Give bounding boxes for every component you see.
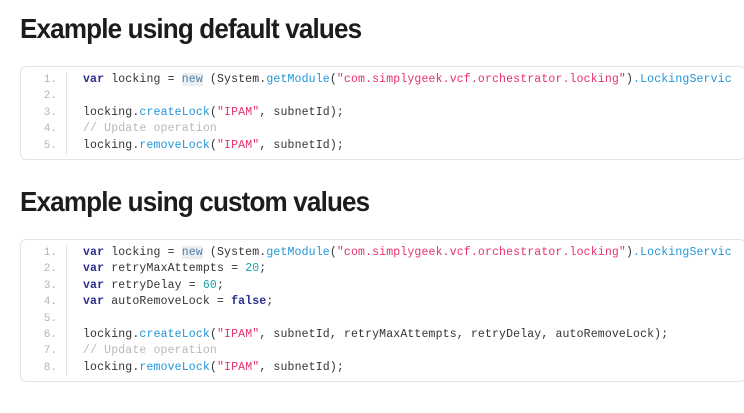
code-line: var locking = new (System.getModule("com… bbox=[83, 72, 744, 88]
line-number: 4. bbox=[43, 296, 57, 309]
code-token: ; bbox=[259, 262, 267, 276]
line-number: 2. bbox=[43, 263, 57, 276]
code-line: locking.createLock("IPAM", subnetId, ret… bbox=[83, 327, 744, 343]
code-token: // Update operation bbox=[83, 122, 217, 136]
code-token: locking = bbox=[104, 73, 182, 86]
code-token: (System. bbox=[202, 73, 267, 86]
code-token: ( bbox=[209, 138, 217, 152]
code-line: var locking = new (System.getModule("com… bbox=[83, 245, 744, 261]
code-token: removeLock bbox=[139, 360, 210, 374]
code-block-inner: 1. 2. 3. 4. 5. var locking = new (System.get… bbox=[21, 67, 744, 159]
code-token: "IPAM" bbox=[217, 328, 260, 342]
code-block-custom-values[interactable]: 1. 2. 3. 4. 5. 6. 7. 8. var locking = new (Syst… bbox=[20, 239, 744, 383]
line-number: 6. bbox=[43, 329, 57, 342]
code-token: var bbox=[83, 278, 105, 292]
code-token: getModule bbox=[266, 246, 330, 260]
code-token: createLock bbox=[139, 105, 210, 119]
code-line: var retryMaxAttempts = 20; bbox=[83, 261, 744, 277]
code-line: locking.removeLock("IPAM", subnetId); bbox=[83, 138, 744, 154]
code-block-default-values[interactable]: 1. 2. 3. 4. 5. var locking = new (System.get… bbox=[20, 66, 744, 161]
code-token: retryDelay = bbox=[104, 278, 203, 292]
code-content-default[interactable]: var locking = new (System.getModule("com… bbox=[67, 72, 744, 154]
code-token: removeLock bbox=[139, 138, 210, 152]
code-token: .LockingServic bbox=[633, 246, 732, 260]
line-number: 1. bbox=[43, 247, 57, 260]
line-number: 3. bbox=[43, 279, 57, 292]
code-line: // Update operation bbox=[83, 343, 744, 359]
code-block-inner: 1. 2. 3. 4. 5. 6. 7. 8. var locking = new (Syst… bbox=[21, 240, 744, 381]
code-token: ) bbox=[625, 73, 634, 86]
code-line: locking.removeLock("IPAM", subnetId); bbox=[83, 360, 744, 376]
code-line: var retryDelay = 60; bbox=[83, 278, 744, 294]
code-line: locking.createLock("IPAM", subnetId); bbox=[83, 105, 744, 121]
code-token: locking. bbox=[83, 105, 140, 119]
line-number: 3. bbox=[43, 106, 57, 119]
line-number-gutter-custom: 1. 2. 3. 4. 5. 6. 7. 8. bbox=[21, 245, 67, 377]
page-title-custom-values: Example using custom values bbox=[20, 186, 370, 218]
code-token: 20 bbox=[245, 262, 260, 276]
heading-wrapper: Example using custom values bbox=[20, 160, 744, 219]
code-line bbox=[83, 88, 744, 104]
code-token: createLock bbox=[139, 328, 210, 342]
code-token: ( bbox=[209, 105, 217, 119]
code-token: "IPAM" bbox=[217, 360, 260, 374]
code-token: retryMaxAttempts = bbox=[104, 262, 246, 276]
code-line: // Update operation bbox=[83, 121, 744, 137]
code-token: "com.simplygeek.vcf.orchestrator.locking… bbox=[336, 246, 626, 260]
code-token: ; bbox=[216, 278, 225, 292]
code-token: // Update operation bbox=[83, 344, 217, 358]
code-token: var bbox=[83, 246, 105, 260]
heading-wrapper: Example using default values bbox=[20, 0, 744, 46]
code-token: locking. bbox=[83, 360, 140, 374]
line-number: 5. bbox=[43, 139, 57, 152]
code-token: locking. bbox=[83, 138, 140, 152]
code-token: ( bbox=[209, 328, 217, 342]
code-token: "IPAM" bbox=[217, 105, 260, 119]
code-token: ( bbox=[329, 73, 337, 86]
code-token: ; bbox=[266, 295, 274, 309]
code-token: var bbox=[83, 262, 105, 276]
code-content-custom[interactable]: var locking = new (System.getModule("com… bbox=[67, 245, 744, 376]
section-default-values: Example using default values 1. 2. 3. 4. 5. … bbox=[0, 0, 744, 161]
page-title-default-values: Example using default values bbox=[20, 13, 362, 44]
section-custom-values: Example using custom values 1. 2. 3. 4. 5. 6.… bbox=[0, 160, 744, 383]
line-number: 1. bbox=[43, 74, 57, 86]
code-token: ( bbox=[329, 246, 337, 260]
code-token: (System. bbox=[202, 246, 267, 260]
code-token: new bbox=[181, 246, 203, 260]
code-token: 60 bbox=[202, 278, 217, 292]
code-token: locking. bbox=[83, 328, 140, 342]
code-token: , subnetId); bbox=[259, 138, 344, 152]
line-number: 7. bbox=[43, 345, 57, 358]
code-token: "com.simplygeek.vcf.orchestrator.locking… bbox=[336, 73, 626, 86]
line-number-gutter-default: 1. 2. 3. 4. 5. bbox=[21, 72, 67, 155]
code-token: var bbox=[83, 295, 105, 309]
line-number: 4. bbox=[43, 123, 57, 136]
code-token: , subnetId); bbox=[259, 105, 344, 119]
code-token: getModule bbox=[266, 73, 330, 86]
code-token: ) bbox=[625, 246, 634, 260]
code-token: , subnetId, retryMaxAttempts, retryDelay… bbox=[259, 328, 669, 342]
code-token: .LockingServic bbox=[633, 73, 732, 86]
code-token: locking = bbox=[104, 246, 182, 260]
code-token: "IPAM" bbox=[217, 138, 260, 152]
line-number: 2. bbox=[43, 90, 57, 103]
line-number: 8. bbox=[43, 361, 57, 374]
code-token: new bbox=[181, 73, 203, 86]
code-token: var bbox=[83, 73, 105, 86]
code-token: ( bbox=[209, 360, 217, 374]
code-token: autoRemoveLock = bbox=[104, 295, 232, 309]
code-line bbox=[83, 311, 744, 327]
code-token: , subnetId); bbox=[259, 360, 344, 374]
code-line: var autoRemoveLock = false; bbox=[83, 294, 744, 310]
code-token: false bbox=[231, 295, 267, 309]
line-number: 5. bbox=[43, 312, 57, 325]
